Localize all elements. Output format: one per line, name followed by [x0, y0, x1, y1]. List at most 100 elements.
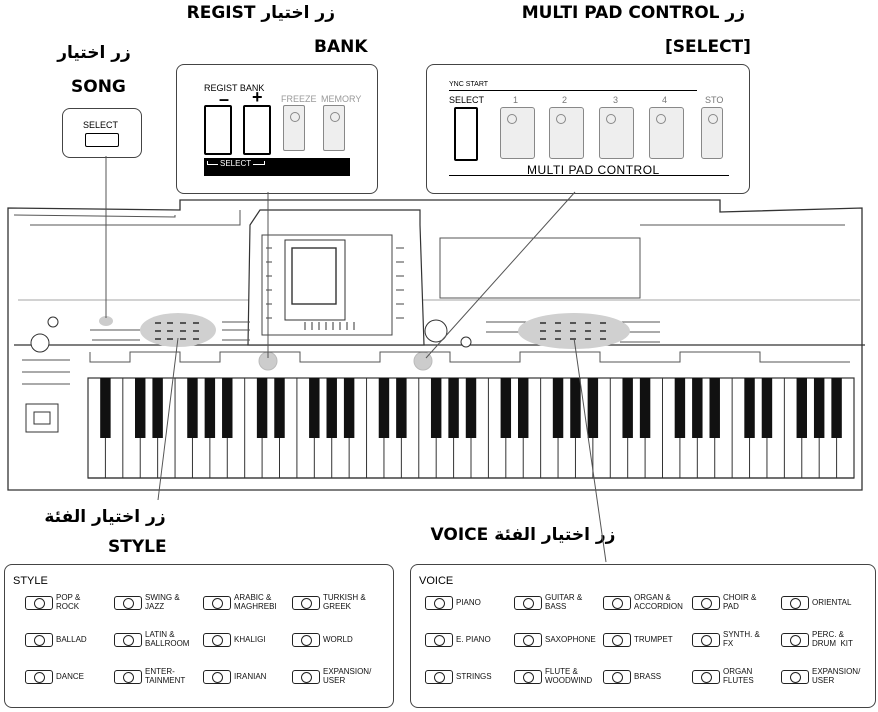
- freeze-button[interactable]: [283, 105, 305, 151]
- voice-trumpet-label: TRUMPET: [634, 635, 673, 644]
- voice-organ-accordion-label: ORGAN & ACCORDION: [634, 593, 683, 611]
- voice-strings-button[interactable]: [425, 670, 453, 684]
- stop-label: STO: [705, 95, 724, 105]
- voice-choir-pad-button[interactable]: [692, 596, 720, 610]
- multipad-panel: YNC START SELECT 1 2 3 4 STO MULTI PAD C…: [426, 64, 750, 194]
- style-swing-jazz-button[interactable]: [114, 596, 142, 610]
- multipad-heading-line2: [SELECT]: [665, 37, 751, 57]
- song-select-button[interactable]: [85, 133, 119, 147]
- black-key: [518, 378, 529, 438]
- black-key: [796, 378, 807, 438]
- multipad-4-button[interactable]: [649, 107, 684, 159]
- style-expansion-user-button[interactable]: [292, 670, 320, 684]
- sync-start-label: YNC START: [449, 81, 489, 88]
- pad-number-2: 2: [562, 95, 568, 105]
- regist-bank-minus-button[interactable]: [204, 105, 232, 155]
- black-key: [256, 378, 268, 438]
- pad-number-1: 1: [513, 95, 519, 105]
- style-iranian-button[interactable]: [203, 670, 231, 684]
- voice-organ-flutes-button[interactable]: [692, 670, 720, 684]
- voice-flute-woodwind-button[interactable]: [514, 670, 542, 684]
- voice-guitar-bass-button[interactable]: [514, 596, 542, 610]
- voice-expansion-user-label: EXPANSION/ USER: [812, 667, 861, 685]
- black-key: [343, 378, 355, 438]
- style-expansion-user-label: EXPANSION/ USER: [323, 667, 372, 685]
- black-key: [587, 378, 599, 438]
- multipad-title-rule: [449, 175, 729, 176]
- style-arabic-maghrebi-button[interactable]: [203, 596, 231, 610]
- memory-button[interactable]: [323, 105, 345, 151]
- style-latin-ballroom-label: LATIN & BALLROOM: [145, 630, 190, 648]
- black-key: [378, 378, 390, 438]
- voice-e-piano-button[interactable]: [425, 633, 453, 647]
- style-enter-tainment-button[interactable]: [114, 670, 142, 684]
- voice-piano-button[interactable]: [425, 596, 453, 610]
- pad-number-3: 3: [613, 95, 619, 105]
- black-key: [100, 378, 111, 438]
- multipad-select-button[interactable]: [454, 107, 478, 161]
- voice-synth-fx-label: SYNTH. & FX: [723, 630, 760, 648]
- voice-organ-accordion-button[interactable]: [603, 596, 631, 610]
- black-key: [552, 378, 564, 438]
- style-turkish-greek-label: TURKISH & GREEK: [323, 593, 366, 611]
- voice-oriental-label: ORIENTAL: [812, 598, 852, 607]
- voice-e-piano-label: E. PIANO: [456, 635, 491, 644]
- black-key: [674, 378, 686, 438]
- style-khaligi-label: KHALIGI: [234, 635, 266, 644]
- style-latin-ballroom-button[interactable]: [114, 633, 142, 647]
- multipad-title: MULTI PAD CONTROL: [527, 163, 660, 177]
- voice-saxophone-label: SAXOPHONE: [545, 635, 596, 644]
- black-key: [187, 378, 198, 438]
- black-key: [152, 378, 163, 438]
- black-key: [135, 378, 146, 438]
- style-swing-jazz-label: SWING & JAZZ: [145, 593, 180, 611]
- regist-bank-heading-line1: زر اختيار REGIST: [186, 3, 335, 23]
- multipad-2-button[interactable]: [549, 107, 584, 159]
- voice-brass-button[interactable]: [603, 670, 631, 684]
- style-world-label: WORLD: [323, 635, 353, 644]
- style-panel-title: STYLE: [13, 575, 48, 587]
- style-khaligi-button[interactable]: [203, 633, 231, 647]
- style-heading-line1: زر اختيار الفئة: [44, 507, 166, 527]
- multipad-1-button[interactable]: [500, 107, 535, 159]
- black-key: [831, 378, 842, 438]
- regist-bank-label: REGIST BANK: [204, 83, 265, 93]
- voice-oriental-button[interactable]: [781, 596, 809, 610]
- black-key: [500, 378, 512, 438]
- style-pop-rock-button[interactable]: [25, 596, 53, 610]
- style-arabic-maghrebi-label: ARABIC & MAGHREBI: [234, 593, 277, 611]
- regist-plus-symbol: +: [252, 87, 263, 107]
- memory-label: MEMORY: [321, 94, 362, 104]
- style-pop-rock-label: POP & ROCK: [56, 593, 81, 611]
- black-key: [204, 378, 216, 438]
- style-ballad-label: BALLAD: [56, 635, 87, 644]
- style-turkish-greek-button[interactable]: [292, 596, 320, 610]
- regist-bank-heading-line2: BANK: [314, 37, 368, 57]
- pad-number-4: 4: [662, 95, 668, 105]
- black-key: [222, 378, 233, 438]
- style-world-button[interactable]: [292, 633, 320, 647]
- black-key: [692, 378, 703, 438]
- voice-saxophone-button[interactable]: [514, 633, 542, 647]
- voice-brass-label: BRASS: [634, 672, 662, 681]
- multipad-heading-line1: زر MULTI PAD CONTROL: [521, 3, 745, 23]
- voice-flute-woodwind-label: FLUTE & WOODWIND: [545, 667, 593, 685]
- style-dance-button[interactable]: [25, 670, 53, 684]
- voice-trumpet-button[interactable]: [603, 633, 631, 647]
- voice-strings-label: STRINGS: [456, 672, 492, 681]
- black-key: [430, 378, 442, 438]
- multipad-3-button[interactable]: [599, 107, 634, 159]
- voice-organ-flutes-label: ORGAN FLUTES: [723, 667, 754, 685]
- black-key: [570, 378, 581, 438]
- voice-panel-title: VOICE: [419, 575, 454, 587]
- voice-perc-drum-kit-button[interactable]: [781, 633, 809, 647]
- song-select-panel: SELECT: [62, 108, 142, 158]
- voice-synth-fx-button[interactable]: [692, 633, 720, 647]
- regist-bank-plus-button[interactable]: [243, 105, 271, 155]
- multipad-stop-button[interactable]: [701, 107, 723, 159]
- song-heading-line1: زر اختيار: [57, 43, 131, 63]
- black-key: [326, 378, 337, 438]
- voice-expansion-user-button[interactable]: [781, 670, 809, 684]
- style-ballad-button[interactable]: [25, 633, 53, 647]
